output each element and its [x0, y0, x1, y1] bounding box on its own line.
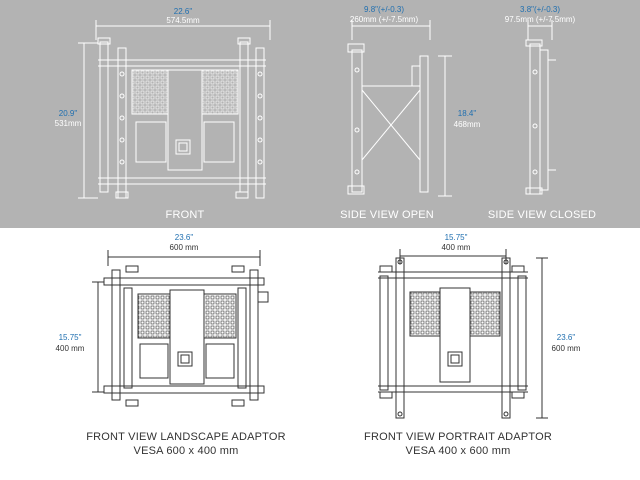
portrait-height-inches: 23.6": [556, 333, 576, 342]
portrait-height-mm: 600 mm: [551, 344, 581, 353]
front-width-inches: 22.6": [173, 7, 193, 16]
portrait-width-inches: 15.75": [444, 233, 468, 242]
portrait-adaptor-drawing: [378, 249, 548, 419]
side-open-width-inches: 9.8"(+/-0.3): [364, 5, 404, 14]
portrait-width-mm: 400 mm: [441, 243, 471, 252]
landscape-caption-line1: FRONT VIEW LANDSCAPE ADAPTOR: [86, 431, 286, 443]
front-height-inches: 20.9": [58, 109, 78, 118]
landscape-adaptor-drawing: [92, 250, 269, 407]
side-open-width-mm: 260mm (+/-7.5mm): [349, 15, 419, 24]
side-open-caption: SIDE VIEW OPEN: [340, 209, 434, 221]
landscape-height-mm: 400 mm: [55, 344, 85, 353]
bottom-panel: [0, 228, 640, 480]
portrait-caption-line2: VESA 400 x 600 mm: [405, 445, 511, 457]
front-height-mm: 531mm: [54, 119, 82, 128]
landscape-width-inches: 23.6": [174, 233, 194, 242]
side-open-height-inches: 18.4": [457, 109, 477, 118]
landscape-width-mm: 600 mm: [169, 243, 199, 252]
front-view-drawing: [78, 20, 271, 199]
side-closed-width-mm: 97.5mm (+/-7.5mm): [504, 15, 576, 24]
portrait-caption-line1: FRONT VIEW PORTRAIT ADAPTOR: [364, 431, 552, 443]
side-closed-drawing: [525, 20, 556, 195]
side-closed-width-inches: 3.8"(+/-0.3): [520, 5, 560, 14]
side-open-drawing: [347, 20, 452, 197]
landscape-caption-line2: VESA 600 x 400 mm: [133, 445, 239, 457]
side-open-height-mm: 468mm: [453, 120, 481, 129]
front-caption: FRONT: [165, 209, 205, 221]
landscape-height-inches: 15.75": [58, 333, 82, 342]
side-closed-caption: SIDE VIEW CLOSED: [487, 209, 597, 221]
front-width-mm: 574.5mm: [166, 16, 200, 25]
